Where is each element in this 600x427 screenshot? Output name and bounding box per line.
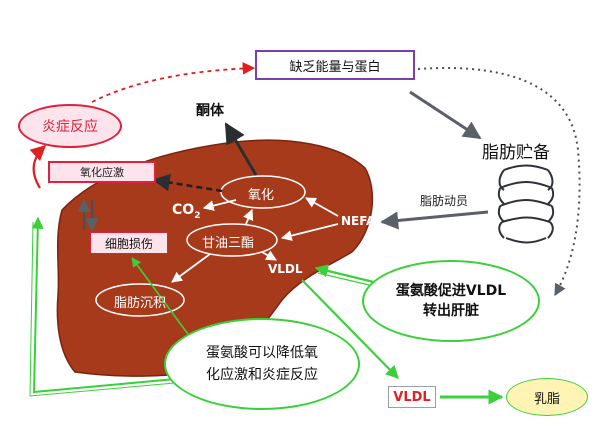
arrow-to-oxidative-stress [152,173,223,193]
fat-storage-label: 脂肪贮备 [482,143,550,163]
triglyceride-label: 甘油三酯 [202,236,255,251]
arrow-to-ketone [224,122,258,176]
milk-fat-label: 乳脂 [533,391,560,407]
oxidative-stress-label: 氧化应激 [80,166,124,179]
arrow-nefa-to-oxidation [305,197,339,217]
arrow-lack-to-storage [409,90,482,140]
cell-damage-box: 细胞损伤 [90,232,168,254]
lack-energy-box: 缺乏能量与蛋白 [255,50,415,80]
vldl-out-label: VLDL [393,389,431,405]
arrow-inflammation-to-lack [91,62,256,103]
arrow-tg-to-oxidation [243,209,254,225]
fat-deposit-ellipse [95,283,185,317]
co2-text: CO [172,202,195,218]
ketone-label: 酮体 [196,103,224,119]
arrow-to-inflammation [29,144,47,189]
arrow-nefa-to-triglyceride [280,223,339,241]
vldl-liver-label: VLDL [268,262,303,276]
milk-fat-node: 乳脂 [506,378,588,416]
arrow-vldl-to-out [301,279,399,379]
nefa-label: NEFA [341,214,376,228]
co2-subscript: 2 [194,210,201,221]
arrow-tg-to-vldl [261,250,277,261]
arrow-fat-mobilization [380,210,489,230]
oxidative-stress-box: 氧化应激 [48,161,156,183]
fat-mobilization-label: 脂肪动员 [420,194,469,208]
lack-energy-label: 缺乏能量与蛋白 [289,59,381,75]
arrow-methionine-reduce-loop [31,216,187,394]
methionine-vldl-node: 蛋氨酸促进VLDL 转出肝脏 [362,260,540,342]
arrow-tg-to-deposit [171,253,211,283]
methionine-reduce-line2: 化应激和炎症反应 [206,367,318,383]
inflammation-node: 炎症反应 [18,104,122,148]
fat-deposit-label: 脂肪沉积 [114,296,167,311]
triglyceride-ellipse [186,223,278,257]
co2-label: CO2 [172,202,200,221]
oxidation-label: 氧化 [248,188,275,203]
methionine-reduce-line1: 蛋氨酸可以降低氧 [206,345,318,361]
methionine-vldl-line2: 转出肝脏 [423,303,479,319]
arrow-methionine-reduce-loop-inner [29,221,187,397]
cell-damage-label: 细胞损伤 [104,236,153,251]
vldl-out-box: VLDL [388,386,436,408]
arrow-to-co2 [202,199,237,211]
stacked-arcs-icon [497,164,555,244]
arrow-methionine-to-cell [131,257,197,346]
methionine-vldl-line1: 蛋氨酸促进VLDL [395,283,507,299]
inflammation-label: 炎症反应 [42,119,98,135]
methionine-reduce-node: 蛋氨酸可以降低氧 化应激和炎症反应 [164,318,360,410]
